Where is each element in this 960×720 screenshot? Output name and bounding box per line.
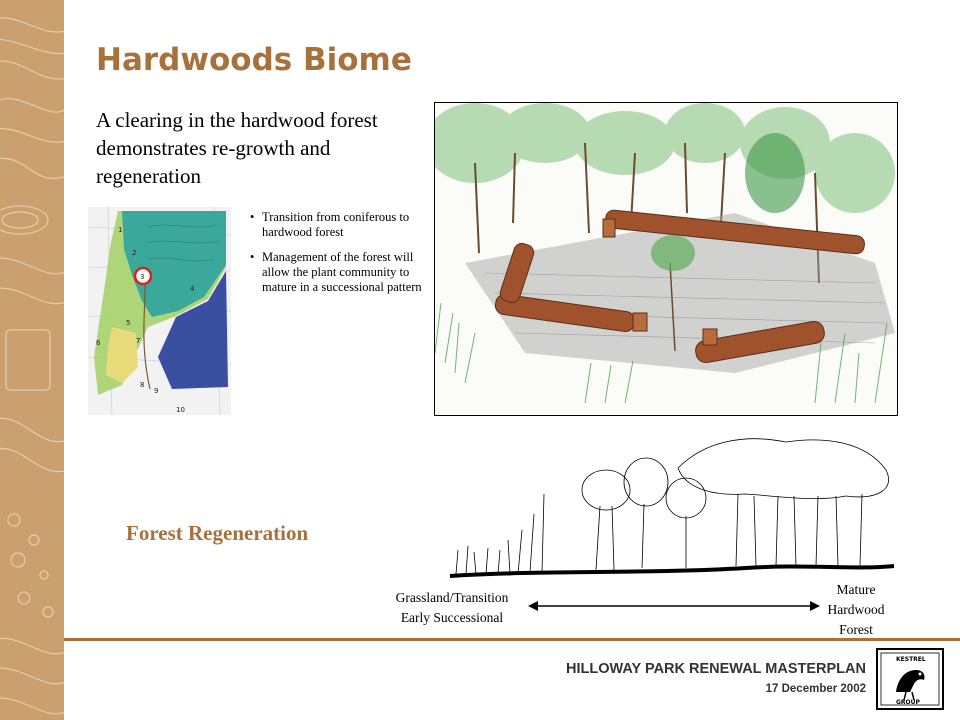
footer-date: 17 December 2002 bbox=[765, 683, 866, 695]
bullet-item: Transition from coniferous to hardwood f… bbox=[250, 210, 428, 240]
topographic-pattern bbox=[0, 17, 64, 715]
svg-text:GROUP: GROUP bbox=[896, 699, 921, 706]
bullet-list: Transition from coniferous to hardwood f… bbox=[250, 210, 428, 305]
map-label-7: 7 bbox=[136, 337, 140, 345]
map-label-4: 4 bbox=[190, 285, 195, 293]
label-line: Early Successional bbox=[400, 610, 504, 625]
early-successional-label: Grassland/Transition Early Successional bbox=[378, 588, 526, 628]
map-label-2: 2 bbox=[132, 249, 136, 257]
slide-title: Hardwoods Biome bbox=[96, 42, 412, 78]
forest-clearing-sketch bbox=[434, 102, 898, 416]
kestrel-design-group-logo: KESTREL GROUP bbox=[876, 648, 944, 710]
succession-arrow bbox=[528, 601, 820, 611]
slide-subtitle: A clearing in the hardwood forest demons… bbox=[96, 108, 378, 188]
map-label-9: 9 bbox=[154, 387, 158, 395]
footer-divider bbox=[64, 638, 960, 641]
bullet-item: Management of the forest will allow the … bbox=[250, 250, 428, 295]
label-line: Mature bbox=[836, 582, 876, 597]
succession-illustration bbox=[449, 438, 895, 578]
map-label-8: 8 bbox=[140, 381, 144, 389]
map-label-3: 3 bbox=[140, 273, 144, 281]
successional-profile-drawing bbox=[446, 430, 896, 585]
forest-clearing-illustration bbox=[435, 103, 897, 415]
section-label: Forest Regeneration bbox=[126, 521, 309, 545]
label-line: Hardwood bbox=[827, 602, 885, 617]
highlighted-site-marker bbox=[133, 266, 153, 286]
map-label-6: 6 bbox=[96, 339, 101, 347]
label-line: Grassland/Transition bbox=[395, 590, 509, 605]
site-map-drawing: 1 2 3 4 5 6 7 8 9 10 bbox=[87, 206, 232, 416]
decorative-left-strip bbox=[0, 0, 64, 720]
footer-project-title: HILLOWAY PARK RENEWAL MASTERPLAN bbox=[566, 661, 866, 677]
mature-forest-label: Mature Hardwood Forest bbox=[810, 580, 902, 640]
site-map: 1 2 3 4 5 6 7 8 9 10 bbox=[87, 206, 232, 416]
map-label-10: 10 bbox=[176, 406, 185, 414]
map-label-1: 1 bbox=[118, 226, 122, 234]
map-label-5: 5 bbox=[126, 319, 130, 327]
svg-text:KESTREL: KESTREL bbox=[896, 656, 926, 663]
label-line: Forest bbox=[839, 622, 873, 637]
logo-mark: KESTREL GROUP bbox=[876, 648, 944, 710]
